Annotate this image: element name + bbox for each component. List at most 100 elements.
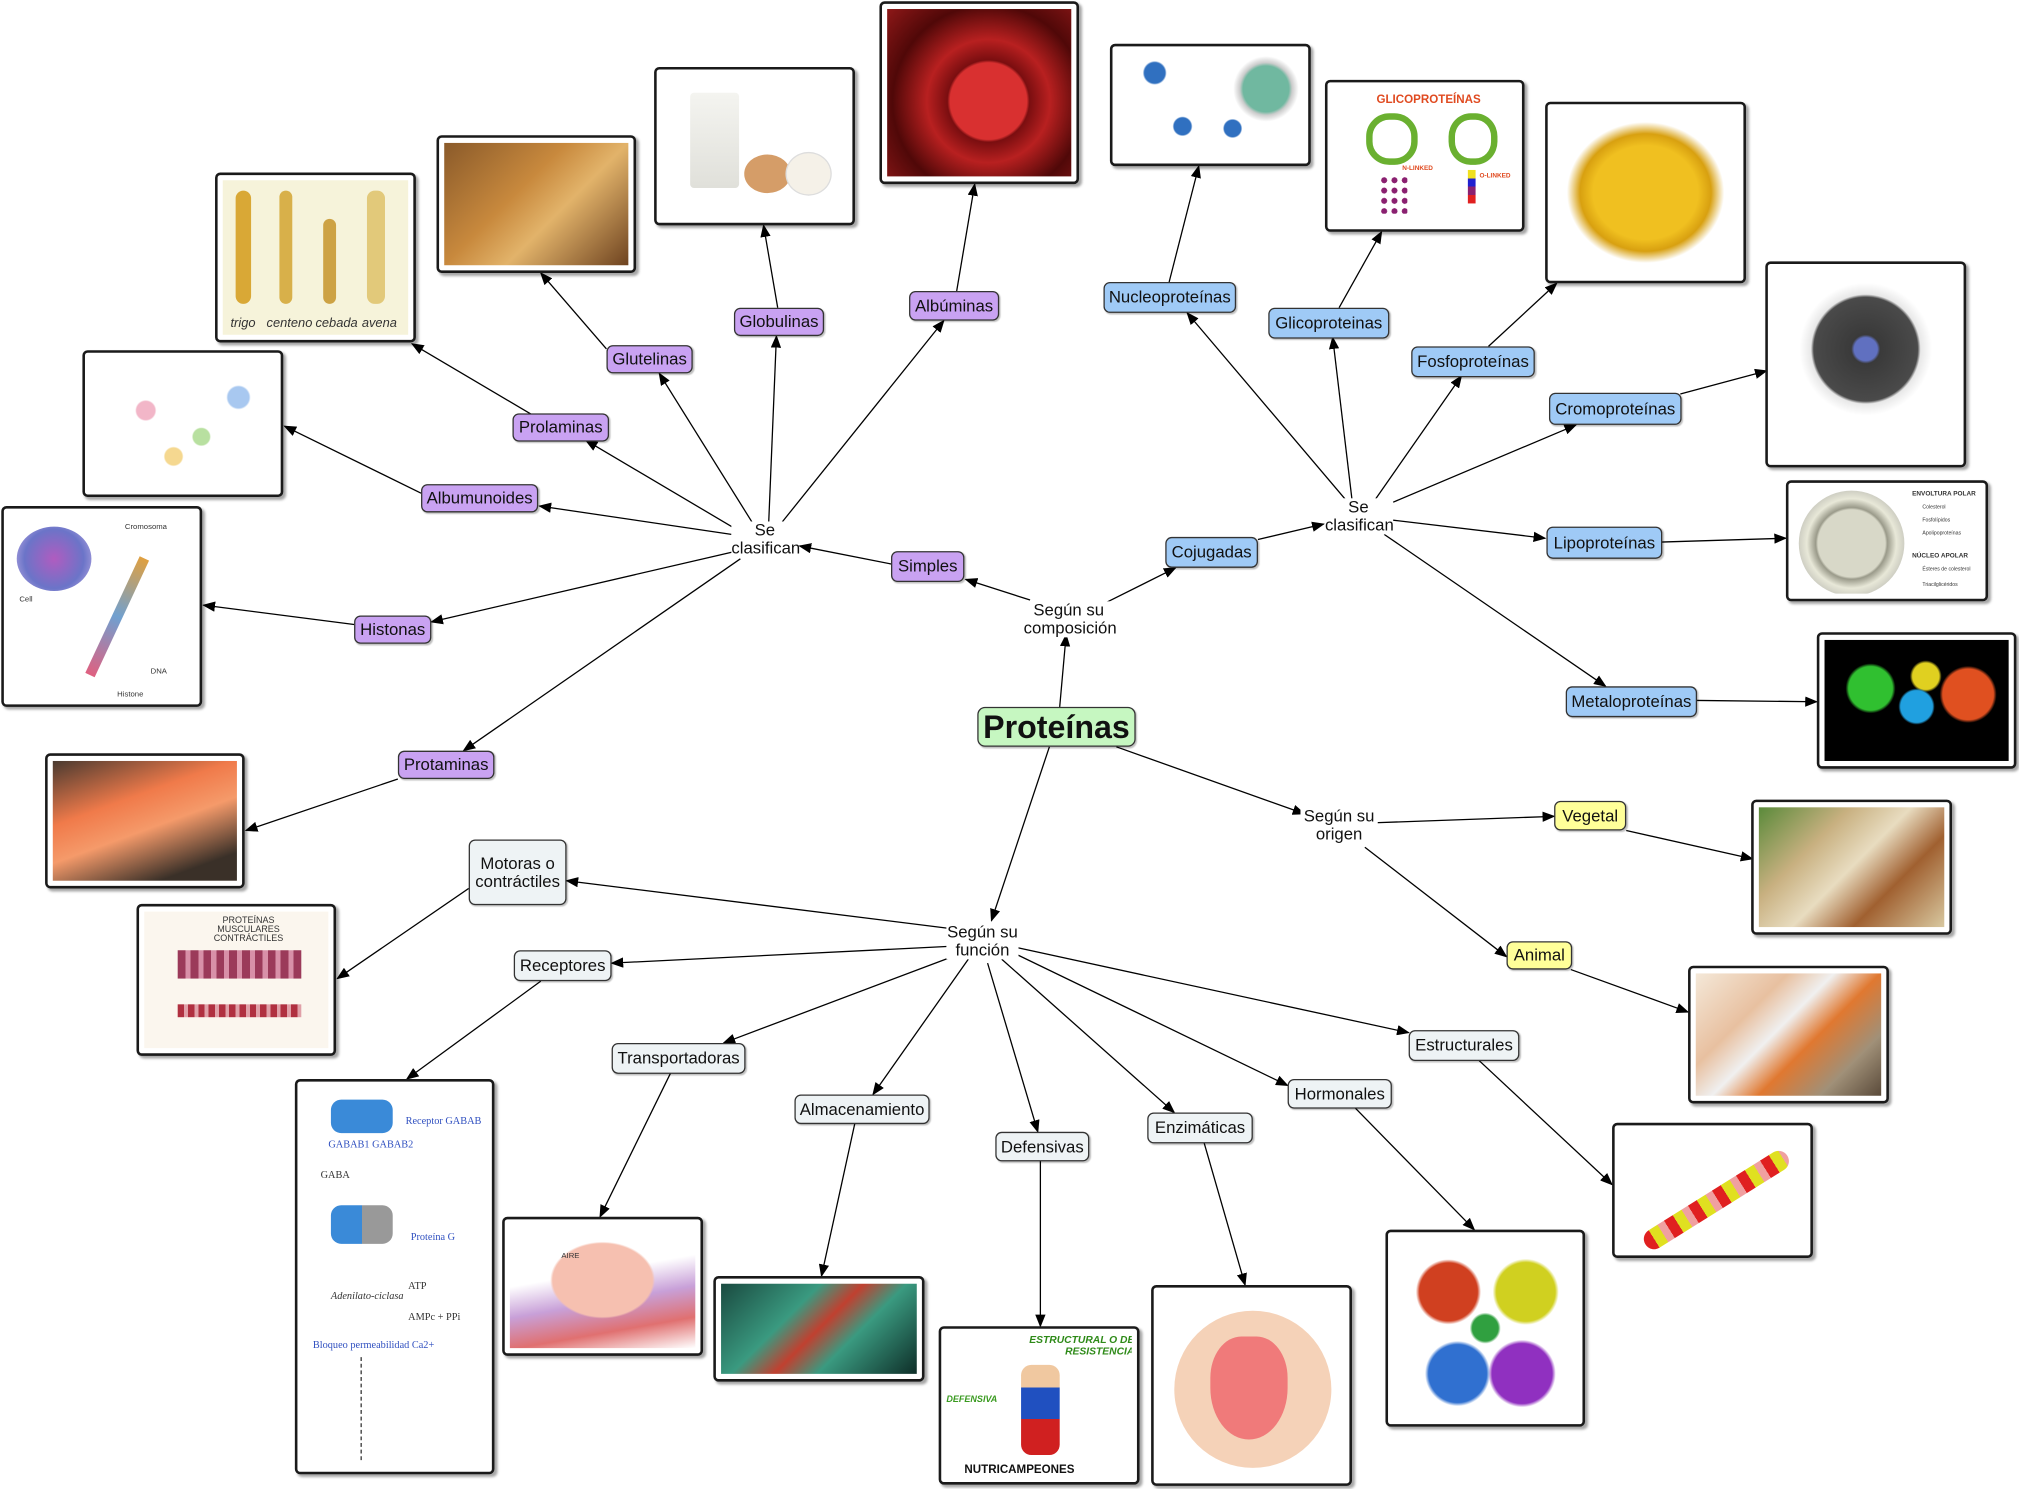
node-receptores[interactable]: Receptores [513, 950, 612, 982]
connector-arrow [539, 271, 607, 350]
node-histonas[interactable]: Histonas [354, 615, 432, 644]
node-hormonales[interactable]: Hormonales [1287, 1079, 1392, 1109]
image-stomach [1151, 1285, 1352, 1486]
node-glicoproteinas[interactable]: Glicoproteinas [1268, 307, 1390, 339]
connector-arrow [964, 578, 1031, 601]
node-enzimaticas[interactable]: Enzimáticas [1147, 1112, 1253, 1144]
node-transportadoras[interactable]: Transportadoras [611, 1042, 746, 1074]
connector-arrow [1059, 633, 1071, 707]
connector-arrow [1626, 829, 1754, 862]
node-almacenamiento[interactable]: Almacenamiento [794, 1094, 930, 1125]
caption-ampc: AMPc + PPi [408, 1310, 461, 1323]
caption-adenilato: Adenilato-ciclasa [330, 1290, 404, 1302]
connector-arrow [202, 601, 355, 626]
image-chromoprotein-heme [1765, 261, 1967, 468]
image-salmon [45, 753, 245, 889]
link-segun-funcion[interactable]: Según su función [946, 921, 1019, 960]
node-estructurales[interactable]: Estructurales [1408, 1030, 1520, 1061]
node-animal[interactable]: Animal [1506, 941, 1573, 970]
image-vegetal-foods [1751, 799, 1953, 935]
connector-arrow [1017, 947, 1410, 1036]
node-cromoproteinas[interactable]: Cromoproteínas [1548, 392, 1682, 425]
caption-gaba: GABA [320, 1169, 350, 1181]
root-node-proteinas[interactable]: Proteínas [977, 706, 1136, 747]
connector-arrow [336, 887, 470, 980]
node-glutelinas[interactable]: Glutelinas [606, 345, 693, 374]
caption-triacilgliceridos: Triacilglicéridos [1922, 580, 1958, 588]
connector-arrow [283, 425, 422, 494]
node-nucleoproteinas[interactable]: Nucleoproteínas [1103, 281, 1237, 313]
connector-arrow [658, 372, 754, 525]
node-metaloproteinas[interactable]: Metaloproteínas [1565, 686, 1698, 718]
caption-bloqueo: Bloqueo permeabilidad Ca2+ [312, 1339, 435, 1351]
connector-arrow [565, 877, 950, 929]
node-fosfoproteinas[interactable]: Fosfoproteínas [1411, 346, 1535, 378]
connector-arrow [1328, 336, 1353, 500]
caption-esteres: Ésteres de colesterol [1922, 565, 1971, 572]
node-vegetal[interactable]: Vegetal [1554, 800, 1627, 831]
caption-aire: AIRE [561, 1252, 580, 1261]
connector-arrow [1203, 1141, 1247, 1287]
connector-arrow [430, 550, 737, 625]
caption-centeno: centeno [266, 316, 313, 331]
caption-trigo: trigo [230, 316, 256, 331]
connector-arrow [1488, 282, 1558, 347]
caption-proteina-g: Proteína G [410, 1230, 456, 1243]
caption-cromosoma: Cromosoma [124, 524, 167, 532]
caption-colesterol: Colesterol [1922, 503, 1946, 510]
image-hormone-protein [1385, 1229, 1586, 1427]
connector-arrow [410, 343, 533, 416]
connector-arrow [462, 558, 741, 752]
caption-nutricampeones: NUTRICAMPEONES [964, 1462, 1075, 1476]
connector-arrow [1660, 533, 1788, 544]
node-albumunoides[interactable]: Albumunoides [421, 484, 539, 513]
connector-arrow [781, 319, 945, 524]
image-bread [436, 135, 637, 273]
image-animal-foods [1688, 965, 1889, 1104]
connector-arrow [1477, 1059, 1614, 1186]
connector-arrow [1105, 567, 1177, 604]
node-motoras-contractiles[interactable]: Motoras o contráctiles [468, 839, 567, 906]
link-segun-origen[interactable]: Según su origen [1300, 807, 1378, 844]
connector-arrow [1392, 424, 1578, 503]
caption-atp: ATP [408, 1279, 427, 1292]
connector-arrow [1013, 952, 1289, 1087]
connector-arrow [244, 778, 399, 832]
connector-arrow [990, 746, 1051, 922]
node-prolaminas[interactable]: Prolaminas [512, 413, 610, 442]
node-globulinas[interactable]: Globulinas [733, 307, 825, 337]
connector-arrow [405, 980, 542, 1080]
connector-arrow [1697, 696, 1819, 707]
link-se-clasifican-conjugadas[interactable]: Se clasifican [1324, 497, 1394, 535]
node-defensivas[interactable]: Defensivas [995, 1131, 1090, 1162]
connector-arrow [1570, 968, 1690, 1013]
node-simples[interactable]: Simples [891, 551, 965, 582]
connector-arrow [722, 953, 960, 1044]
node-lipoproteinas[interactable]: Lipoproteínas [1546, 526, 1663, 559]
image-gaba-receptor: Receptor GABAB GABAB1 GABAB2 GABA Proteí… [294, 1079, 495, 1475]
caption-gaba-subunits: GABAB1 GABAB2 [328, 1138, 414, 1150]
image-muscle-proteins: PROTEÍNAS MUSCULARES CONTRÁCTILES [136, 903, 337, 1056]
caption-nucleo-apolar: NÚCLEO APOLAR [1912, 552, 1969, 561]
caption-histone: Histone [117, 691, 144, 700]
image-structural-helix [1612, 1122, 1813, 1258]
connector-arrow [1393, 519, 1547, 542]
connector-arrow [1383, 533, 1607, 688]
connector-arrow [1354, 1106, 1476, 1231]
node-protaminas[interactable]: Protaminas [397, 750, 495, 779]
image-nucleoprotein [1109, 43, 1311, 167]
node-albuminas[interactable]: Albúminas [909, 290, 1000, 321]
link-segun-composicion[interactable]: Según su composición [1023, 600, 1117, 638]
connector-arrow [1257, 521, 1325, 541]
image-defense-cartoon: ESTRUCTURAL O DE RESISTENCIA DEFENSIVA N… [938, 1326, 1140, 1485]
node-cojugadas[interactable]: Cojugadas [1165, 536, 1258, 568]
image-glycoprotein: GLICOPROTEÍNAS N-LINKED O-LINKED [1324, 79, 1525, 232]
connector-arrow [798, 543, 892, 565]
link-se-clasifican-simples[interactable]: Se clasifican [731, 520, 801, 558]
connector-arrow [599, 1072, 672, 1218]
caption-defensiva: DEFENSIVA [946, 1395, 998, 1405]
image-metalloprotein [1816, 632, 2017, 769]
caption-avena: avena [361, 316, 397, 331]
